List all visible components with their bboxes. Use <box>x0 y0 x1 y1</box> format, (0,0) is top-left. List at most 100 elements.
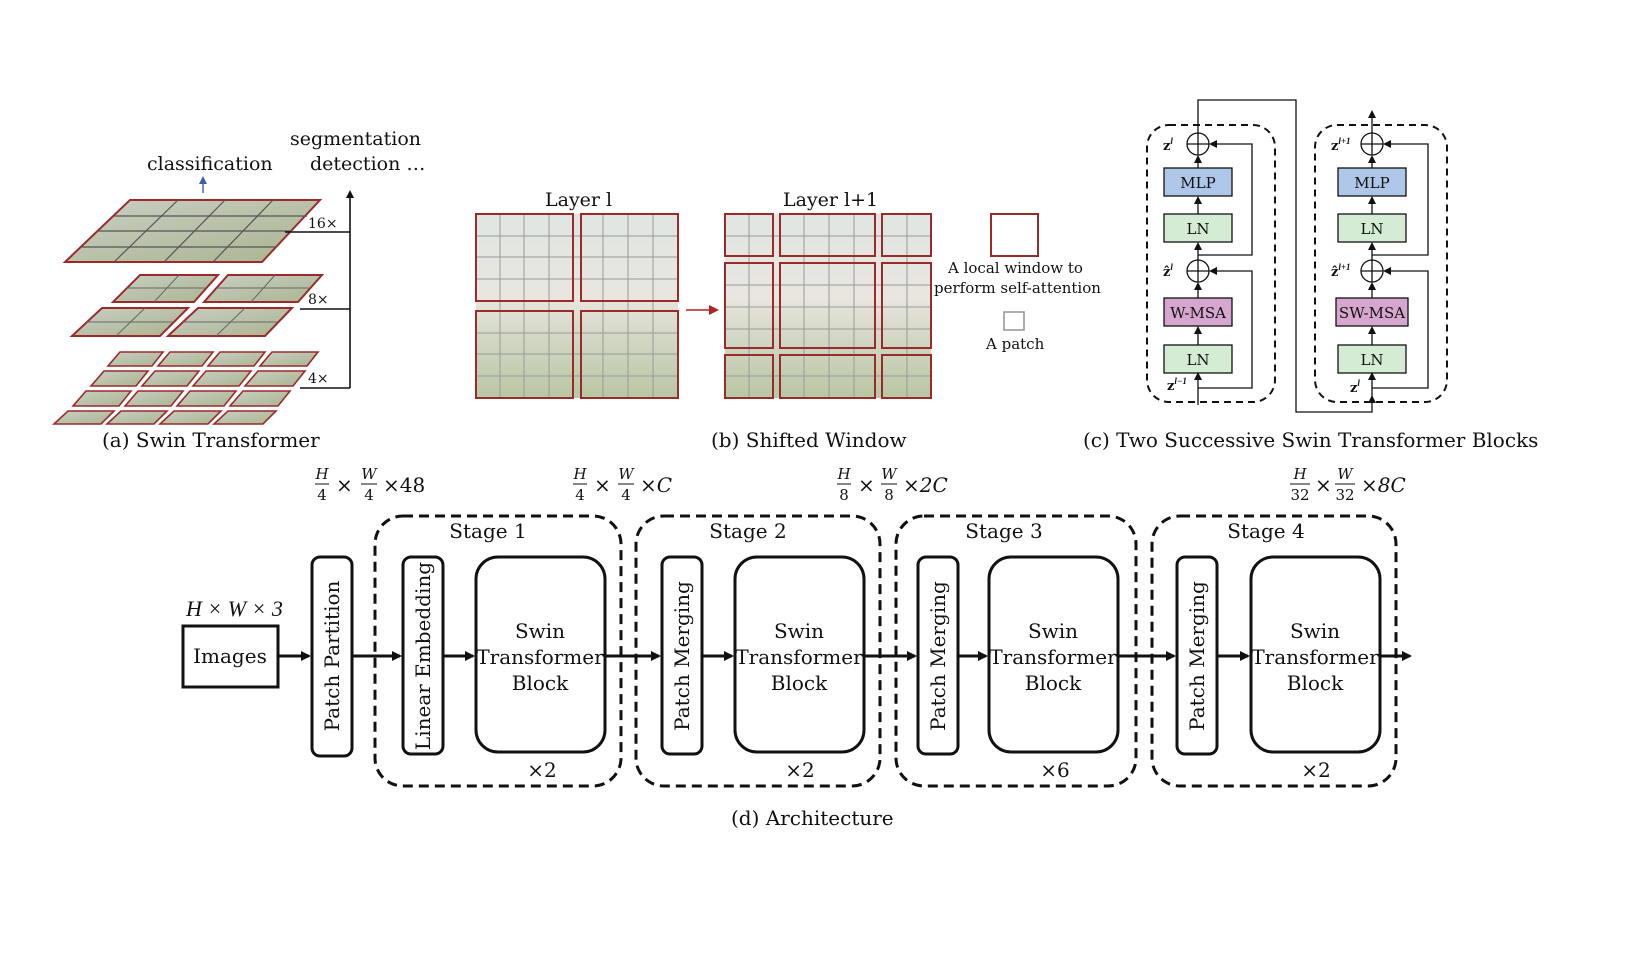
svg-text:4: 4 <box>364 486 374 504</box>
legend-window-text-2: perform self-attention <box>934 279 1101 297</box>
right-z-in: z <box>1350 381 1357 396</box>
right-z-mid: ẑ <box>1331 265 1338 280</box>
stage-1-frame <box>373 514 623 788</box>
right-ln-bottom-label: LN <box>1360 351 1383 369</box>
left-ln-top-box <box>1163 213 1233 243</box>
svg-text:ẑl+1: ẑl+1 <box>1331 262 1351 280</box>
svg-text:×: × <box>594 473 611 497</box>
legend-patch-text: A patch <box>985 335 1045 353</box>
right-z-in-sup: l <box>1357 378 1360 388</box>
left-ln-top-label: LN <box>1186 220 1209 238</box>
stage-4-title: Stage 4 <box>1227 519 1304 543</box>
layer-l-label: Layer l <box>545 189 612 211</box>
legend-window-text-1: A local window to <box>947 259 1083 277</box>
svg-text:4: 4 <box>621 486 631 504</box>
svg-text:×8C: ×8C <box>1361 473 1406 497</box>
caption-c: (c) Two Successive Swin Transformer Bloc… <box>1083 428 1538 452</box>
panel-c-successive-blocks: MLP LN W-MSA LN zl ẑl zl−1 MLP <box>1083 99 1538 452</box>
stage-2-repeat: ×2 <box>785 758 814 782</box>
dim-label-1: H 4 × W 4 ×48 <box>314 465 425 504</box>
feature-map-4x <box>51 351 320 425</box>
svg-text:W: W <box>618 465 635 483</box>
right-block-frame <box>1314 124 1448 403</box>
input-dim-label: H × W × 3 <box>185 596 283 621</box>
svg-text:×48: ×48 <box>383 473 425 497</box>
layer-l1-label: Layer l+1 <box>783 189 878 211</box>
svg-text:H: H <box>572 465 587 483</box>
panel-a-swin-transformer: 16× 8× 4× classification segmentation de… <box>51 128 425 452</box>
svg-text:×: × <box>858 473 875 497</box>
legend-patch-swatch <box>1003 311 1025 331</box>
panel-b-shifted-window: Layer l Layer l+1 <box>475 189 1101 452</box>
left-z-mid-sup: l <box>1170 262 1173 272</box>
left-block-flow <box>1194 140 1253 405</box>
svg-text:Transformer: Transformer <box>1251 645 1379 669</box>
scale-4x: 4× <box>308 371 329 387</box>
left-ln-bottom-label: LN <box>1186 351 1209 369</box>
svg-text:W: W <box>1337 465 1354 483</box>
svg-text:Swin: Swin <box>1028 619 1078 643</box>
right-ln-top-label: LN <box>1360 220 1383 238</box>
segmentation-label: segmentation <box>290 128 421 150</box>
svg-text:zl−1: zl−1 <box>1167 376 1187 394</box>
svg-text:4: 4 <box>575 486 585 504</box>
left-z-in-sup: l−1 <box>1174 376 1186 386</box>
svg-text:Block: Block <box>1025 671 1082 695</box>
feature-map-8x <box>69 274 325 337</box>
stage-2-swin-block: Swin Transformer Block <box>733 555 866 754</box>
stage-4-swin-block: Swin Transformer Block <box>1249 555 1382 754</box>
svg-text:Swin: Swin <box>1290 619 1340 643</box>
left-block-frame <box>1146 124 1276 403</box>
stage-3-frame <box>894 514 1138 788</box>
right-mlp-label: MLP <box>1354 174 1389 192</box>
svg-text:Block: Block <box>512 671 569 695</box>
svg-text:H: H <box>836 465 851 483</box>
feature-map-16x <box>62 199 323 263</box>
left-wmsa-label: W-MSA <box>1170 304 1226 322</box>
panel-d-architecture: H 4 × W 4 ×48 H 4 × W 4 ×C H 8 × W 8 <box>181 465 1412 830</box>
left-z-in: z <box>1167 379 1174 394</box>
stage-1-swin-block: Swin Transformer Block <box>474 555 607 754</box>
stage-4-frame <box>1150 514 1398 788</box>
stage-2-patch-merging-label: Patch Merging <box>670 581 694 731</box>
svg-text:32: 32 <box>1290 486 1309 504</box>
svg-text:H: H <box>1292 465 1307 483</box>
svg-text:zl: zl <box>1350 378 1360 396</box>
svg-text:Transformer: Transformer <box>989 645 1117 669</box>
left-mlp-label: MLP <box>1180 174 1215 192</box>
right-swmsa-label: SW-MSA <box>1339 304 1405 322</box>
layer-l-windows <box>475 213 679 399</box>
legend-window-swatch <box>990 213 1039 257</box>
svg-text:32: 32 <box>1335 486 1354 504</box>
scale-16x: 16× <box>308 216 338 232</box>
right-block-flow <box>1368 110 1429 397</box>
right-add-top-icon <box>1360 132 1384 156</box>
detection-label: detection … <box>310 153 425 175</box>
right-z-out-sup: l+1 <box>1338 136 1350 146</box>
stage-1-title: Stage 1 <box>449 519 526 543</box>
svg-text:W: W <box>361 465 378 483</box>
dim-label-4: H 32 × W 32 ×8C <box>1290 465 1406 504</box>
stage-3-swin-block: Swin Transformer Block <box>987 555 1120 754</box>
caption-a: (a) Swin Transformer <box>102 428 320 452</box>
stage-4-repeat: ×2 <box>1301 758 1330 782</box>
images-label: Images <box>193 644 267 668</box>
svg-text:8: 8 <box>839 486 849 504</box>
stage-4-patch-merging-label: Patch Merging <box>1185 581 1209 731</box>
svg-text:Block: Block <box>1287 671 1344 695</box>
svg-text:Swin: Swin <box>774 619 824 643</box>
svg-text:4: 4 <box>317 486 327 504</box>
scale-8x: 8× <box>308 292 329 308</box>
stage-2-frame <box>634 514 882 788</box>
right-ln-bottom-box <box>1337 344 1407 374</box>
svg-text:Swin: Swin <box>515 619 565 643</box>
patch-partition-label: Patch Partition <box>320 580 344 731</box>
caption-d: (d) Architecture <box>731 806 894 830</box>
svg-text:Transformer: Transformer <box>476 645 604 669</box>
left-add-top-icon <box>1186 132 1210 156</box>
svg-text:W: W <box>881 465 898 483</box>
stage-2-title: Stage 2 <box>709 519 786 543</box>
left-add-mid-icon <box>1186 259 1210 283</box>
svg-text:8: 8 <box>884 486 894 504</box>
